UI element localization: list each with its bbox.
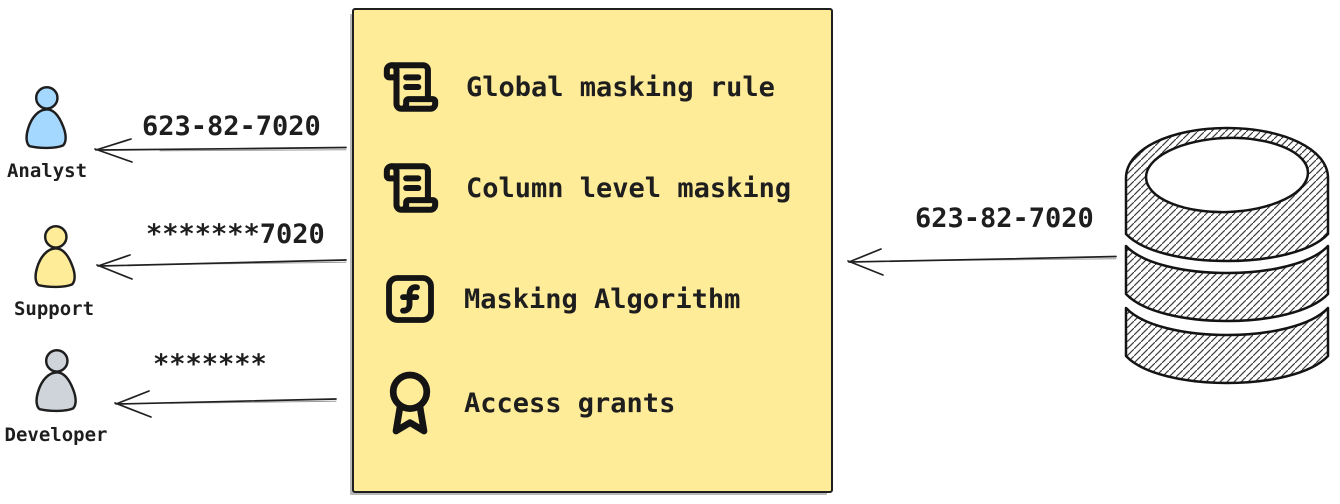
function-square-icon	[386, 275, 434, 323]
arrow-to-developer	[114, 390, 337, 418]
persona-label-developer: Developer	[4, 424, 108, 446]
person-icon-support	[34, 225, 76, 289]
policy-row-column-level-masking: Column level masking	[382, 159, 791, 217]
database-icon	[1124, 126, 1330, 385]
scroll-text-icon	[383, 163, 439, 213]
policy-item-label: Masking Algorithm	[464, 283, 741, 315]
scroll-text-icon	[383, 62, 439, 112]
person-icon-developer	[35, 349, 77, 413]
masking-policy-box: Global masking rule Column level masking…	[352, 8, 833, 493]
policy-item-label: Access grants	[464, 387, 676, 419]
arrow-database-to-box	[847, 248, 1117, 276]
persona-label-support: Support	[13, 298, 95, 320]
award-icon	[389, 371, 431, 435]
policy-row-global-masking-rule: Global masking rule	[382, 58, 775, 116]
policy-row-masking-algorithm: Masking Algorithm	[382, 271, 740, 327]
masked-value-support: *******7020	[146, 219, 325, 250]
arrow-to-analyst	[94, 138, 347, 163]
arrow-to-support	[96, 254, 347, 280]
policy-row-access-grants: Access grants	[382, 370, 675, 436]
masked-value-analyst: 623-82-7020	[142, 111, 321, 142]
masked-value-developer: *******	[153, 349, 267, 380]
source-value-label: 623-82-7020	[915, 203, 1094, 234]
person-icon-analyst	[25, 86, 67, 150]
persona-label-analyst: Analyst	[6, 160, 88, 182]
policy-item-label: Column level masking	[466, 172, 792, 204]
policy-item-label: Global masking rule	[466, 71, 775, 103]
